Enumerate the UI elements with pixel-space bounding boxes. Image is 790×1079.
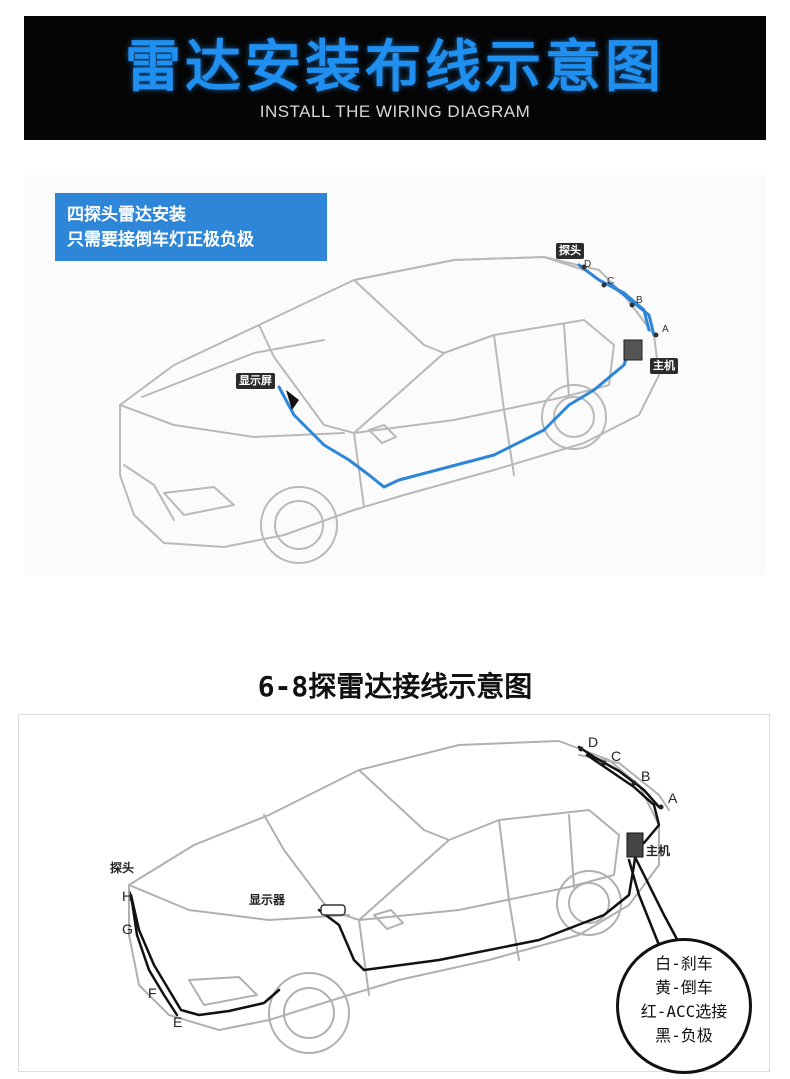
label-host: 主机: [650, 358, 678, 374]
probe-letter-b: B: [636, 295, 643, 306]
probe-letter-c: C: [607, 276, 615, 287]
header-banner: 雷达安装布线示意图 INSTALL THE WIRING DIAGRAM: [24, 16, 766, 140]
diagram2-title: 6-8探雷达接线示意图: [257, 670, 533, 703]
front-letter-e: E: [173, 1014, 183, 1030]
front-letter-h: H: [122, 888, 133, 904]
front-letter-g: G: [122, 921, 133, 937]
wire-color-legend: 白-刹车 黄-倒车 红-ACC选接 黑-负极: [616, 938, 752, 1074]
page-title: 雷达安装布线示意图: [125, 35, 665, 100]
probe-letter-d: D: [584, 259, 592, 270]
page-subtitle: INSTALL THE WIRING DIAGRAM: [259, 102, 531, 121]
wire-legend-white: 白-刹车: [655, 954, 713, 973]
rear-letter-a: A: [668, 790, 678, 806]
car-illustration-1: [119, 256, 660, 564]
rear-letter-d: D: [588, 734, 599, 750]
rear-letter-b: B: [641, 768, 651, 784]
info-line-1: 四探头雷达安装: [67, 205, 186, 225]
probe-letter-a: A: [662, 324, 669, 335]
info-line-2: 只需要接倒车灯正极负极: [67, 230, 254, 250]
wire-legend-red: 红-ACC选接: [640, 1002, 728, 1021]
rear-letter-c: C: [611, 748, 622, 764]
front-letter-f: F: [148, 985, 157, 1001]
info-box: 四探头雷达安装 只需要接倒车灯正极负极: [55, 193, 327, 261]
label-probe: 探头: [556, 243, 584, 259]
wire-legend-yellow: 黄-倒车: [655, 978, 713, 997]
label-host-2: 主机: [646, 844, 671, 858]
car-illustration-2: [128, 740, 681, 1054]
label-display: 显示屏: [236, 373, 275, 389]
label-probe-front: 探头: [110, 861, 135, 875]
label-display-2: 显示器: [249, 893, 286, 907]
wire-legend-black: 黑-负极: [655, 1026, 713, 1045]
